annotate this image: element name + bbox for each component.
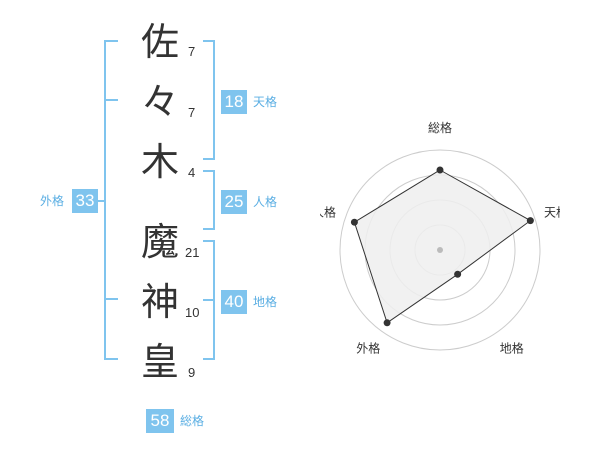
radar-point: [350, 218, 358, 226]
radar-area: [353, 169, 532, 324]
stroke-count: 9: [188, 365, 196, 380]
bracket-tick: [203, 299, 215, 301]
bracket-tick: [104, 99, 118, 101]
jinkaku-bracket: [203, 170, 215, 230]
radar-axis-label: 人格: [320, 204, 336, 219]
tenkaku-value: 18: [221, 90, 247, 114]
name-char: 々: [140, 80, 179, 124]
tenkaku-label: 天格: [253, 95, 278, 109]
stroke-count: 7: [188, 105, 196, 120]
name-char: 皇: [140, 340, 179, 384]
radar-axis-label: 外格: [356, 341, 380, 356]
jinkaku-label: 人格: [253, 195, 278, 209]
chikaku-value: 40: [221, 290, 247, 314]
name-char: 木: [140, 140, 179, 184]
bracket-tick: [104, 298, 118, 300]
stroke-count: 7: [188, 44, 196, 59]
bracket-connector: [98, 200, 106, 202]
soukaku-value: 58: [146, 409, 174, 433]
fortune-radar-chart: 総格天格地格 外格 人格: [320, 120, 560, 356]
stroke-count: 4: [188, 165, 196, 180]
radar-point: [436, 166, 444, 174]
name-char: 佐: [140, 20, 179, 64]
radar-axis-label: 地格: [500, 341, 524, 356]
radar-point: [526, 217, 534, 225]
radar-ring: [339, 149, 541, 351]
radar-center: [437, 247, 443, 253]
name-char: 魔: [140, 220, 179, 264]
gaikaku-label: 外格: [40, 194, 65, 208]
radar-axis-label: 総格: [428, 120, 452, 135]
tenkaku-bracket: [203, 40, 215, 160]
name-char: 神: [140, 280, 179, 324]
radar-point: [454, 270, 462, 278]
radar-point: [383, 319, 391, 327]
gaikaku-bracket: [104, 40, 118, 360]
stroke-count: 21: [185, 245, 200, 260]
radar-axis-label: 天格: [544, 204, 560, 219]
soukaku-label: 総格: [180, 414, 205, 428]
gaikaku-value: 33: [72, 189, 98, 213]
jinkaku-value: 25: [221, 190, 247, 214]
chikaku-label: 地格: [253, 295, 278, 309]
stroke-count: 10: [185, 305, 200, 320]
